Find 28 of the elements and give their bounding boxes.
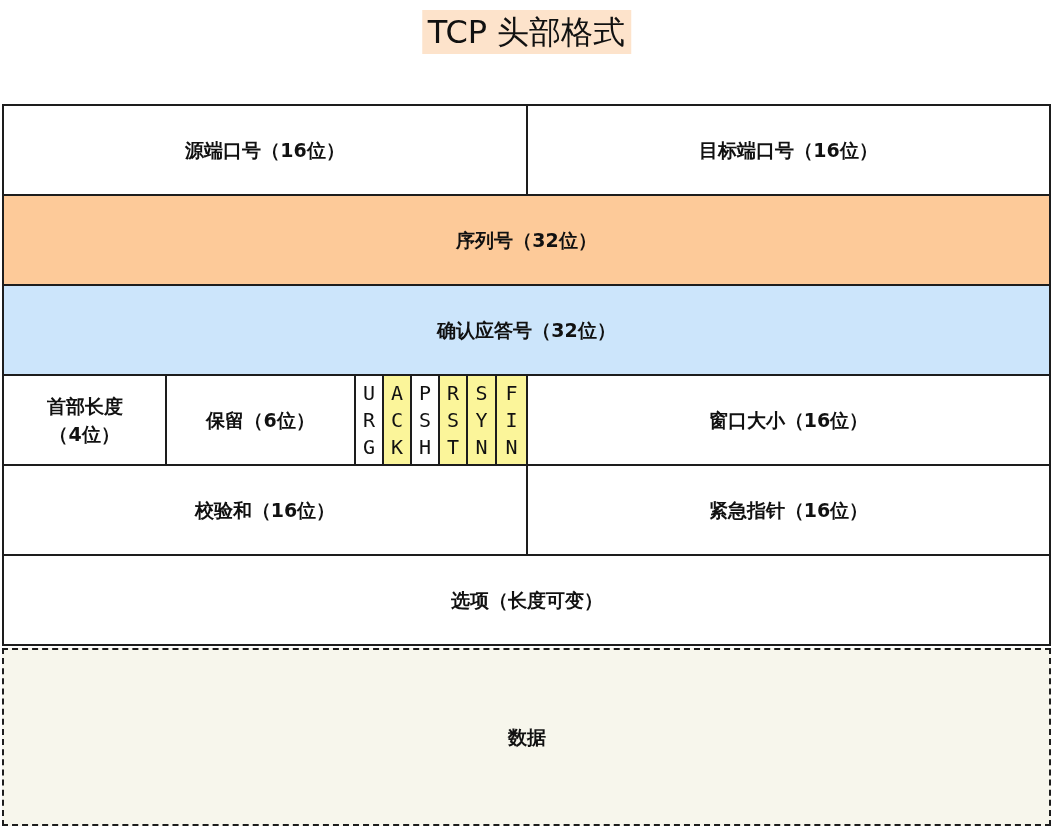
field-label: 窗口大小（16位）: [708, 408, 869, 433]
flag-bit-cell: [466, 374, 497, 466]
field-label: 确认应答号（32位）: [437, 318, 616, 343]
title: TCP 头部格式: [421, 10, 632, 54]
field-label: 序列号（32位）: [456, 228, 597, 253]
flag-name: ACK: [389, 379, 404, 461]
field-label: 首部长度（4位）: [45, 394, 124, 447]
field-label: 紧急指针（16位）: [708, 498, 869, 523]
field-label: 目标端口号（16位）: [699, 138, 878, 163]
flag-bit-cell: [495, 374, 528, 466]
header-field-cell: [526, 104, 1051, 196]
flag-name: FIN: [504, 379, 519, 461]
header-field-cell: [2, 284, 1051, 376]
flag-name: SYN: [474, 379, 489, 461]
flag-name: URG: [361, 379, 376, 461]
field-label: 保留（6位）: [206, 408, 315, 433]
data-payload-area: [2, 648, 1051, 826]
flag-name: RST: [445, 379, 460, 461]
flag-bit-cell: [382, 374, 412, 466]
header-field-cell: [2, 104, 528, 196]
field-label: 源端口号（16位）: [185, 138, 345, 163]
header-field-cell: [2, 194, 1051, 286]
header-field-cell: [2, 554, 1051, 646]
flag-bit-cell: [438, 374, 468, 466]
field-label: 校验和（16位）: [194, 498, 336, 523]
field-label: 选项（长度可变）: [450, 588, 603, 613]
flag-name: PSH: [417, 379, 432, 461]
field-label: 数据: [507, 725, 546, 750]
